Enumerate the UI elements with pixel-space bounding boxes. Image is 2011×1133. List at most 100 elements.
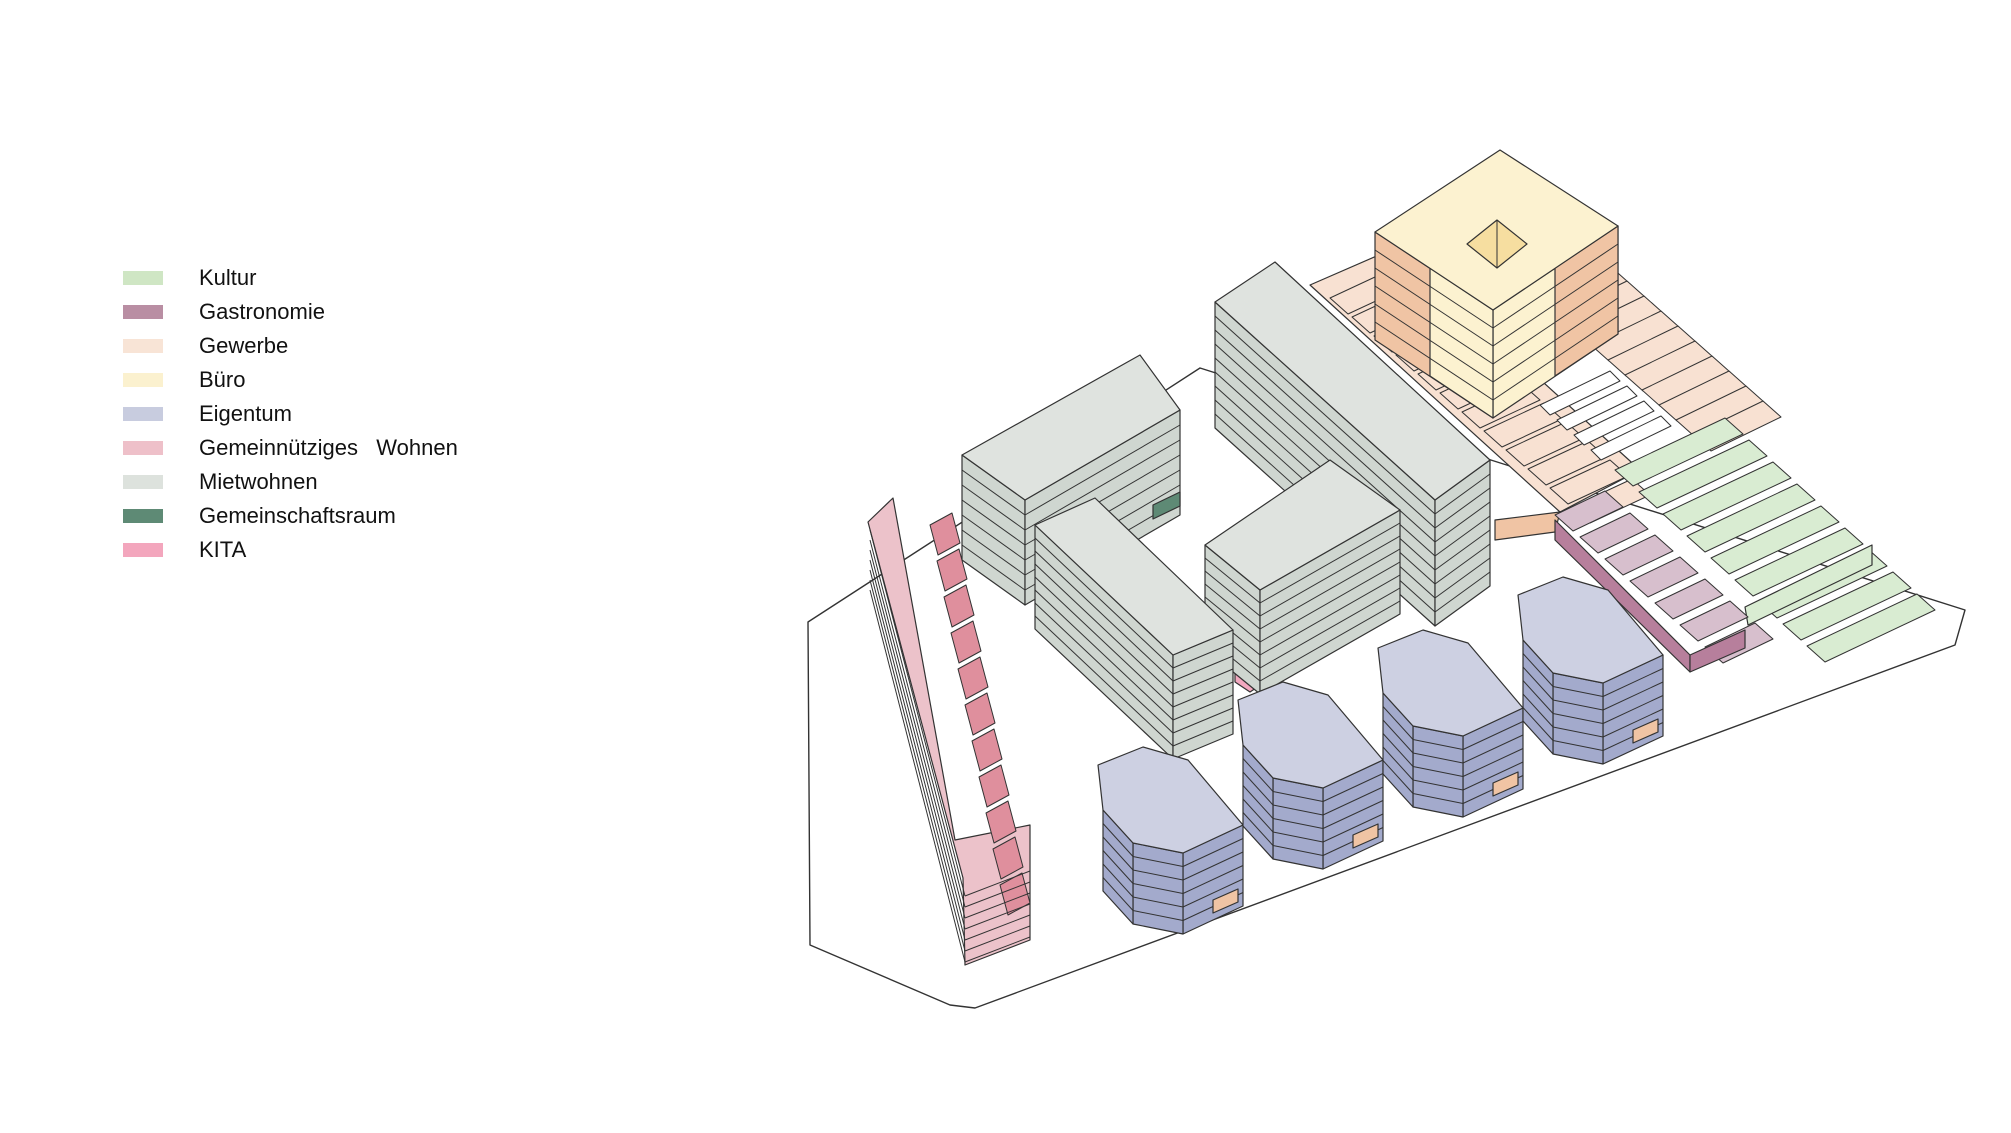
mietwohnen-center-left-floor-line (1034, 576, 1174, 708)
mietwohnen-back-left-floor-line (961, 514, 1026, 561)
mietwohnen-center-right-floor-line (1204, 583, 1261, 630)
mietwohnen-center-left-roof (1034, 497, 1234, 656)
buero-floor-line (1492, 315, 1619, 401)
mietwohnen-long-bar-roof (1214, 261, 1491, 501)
gastronomie-side-face (1689, 629, 1746, 673)
kultur-side-face (1744, 544, 1873, 626)
gastronomie-sawtooth-segment (1679, 600, 1749, 642)
eigentum-house-4-floor-line (1552, 686, 1604, 697)
eigentum-house-2-floor-line (1322, 786, 1384, 816)
eigentum-house-1-ground-shop (1212, 888, 1239, 914)
eigentum-house-4-floor-line (1602, 668, 1664, 697)
legend-swatch-eigentum (123, 407, 163, 421)
eigentum-house-1-floor-line (1102, 823, 1134, 857)
eigentum-house-1-floor-line (1102, 863, 1134, 898)
buero-floor-line (1374, 303, 1494, 383)
eigentum-house-4-floor-line (1602, 695, 1664, 724)
mietwohnen-back-left-floor-line (1024, 439, 1181, 531)
mietwohnen-long-bar-floor-line (1214, 315, 1436, 515)
mietwohnen-long-bar-floor-line (1214, 329, 1436, 529)
eigentum-house-2-floor-line (1242, 798, 1274, 833)
wohnen-floor-line (964, 925, 1031, 952)
wohnen-sawtooth-step (936, 548, 968, 592)
wohnen-floor-line (964, 936, 1031, 963)
mietwohnen-center-right-floor-line (1259, 535, 1401, 617)
eigentum-house-3-floor-line (1382, 760, 1414, 794)
eigentum-house-1-floor-line (1182, 851, 1244, 881)
gastronomie-sawtooth-segment (1629, 556, 1699, 598)
legend-label-gemeinschaftsraum: Gemeinschaftsraum (199, 503, 396, 528)
eigentum-house-1-roof (1097, 746, 1244, 854)
mietwohnen-center-left-floor-line (1034, 563, 1174, 695)
eigentum-house-2-floor-line (1272, 818, 1324, 829)
eigentum-house-1-floor-line (1132, 869, 1184, 881)
wohnen-sawtooth-step (964, 692, 996, 736)
courtyard-slat (1539, 370, 1621, 416)
eigentum-house-1-floor-line (1102, 850, 1134, 884)
wohnen-floor-line (869, 589, 966, 963)
mietwohnen-center-right-floor-line (1204, 557, 1261, 604)
mietwohnen-long-bar-floor-line (1434, 473, 1491, 515)
eigentum-house-2-floor-line (1322, 813, 1384, 843)
eigentum-house-2-floor-line (1272, 845, 1324, 856)
eigentum-house-3-floor-line (1382, 719, 1414, 754)
mietwohnen-center-left-floor-line (1172, 668, 1234, 695)
eigentum-house-2-floor-line (1272, 831, 1324, 843)
eigentum-house-2-floor-line (1242, 771, 1274, 806)
eigentum-house-1-floor-line (1132, 910, 1184, 921)
mietwohnen-long-bar-floor-line (1434, 501, 1491, 543)
mietwohnen-back-left-floor-line (961, 469, 1026, 516)
kultur-sawtooth-segment (1782, 571, 1912, 641)
mietwohnen-back-left-floor-line (961, 499, 1026, 546)
wohnen-sawtooth-step (971, 728, 1003, 772)
mietwohnen-center-left-floor-line (1034, 589, 1174, 721)
legend-swatch-mietwohnen (123, 475, 163, 489)
kultur-sawtooth-segment (1734, 527, 1864, 597)
eigentum-house-2-floor-line (1272, 791, 1324, 802)
buero-floor-line (1374, 285, 1494, 365)
eigentum-house-3-floor-line (1412, 766, 1464, 777)
mietwohnen-center-left-floor-line (1172, 681, 1234, 708)
eigentum-house-2-floor-line (1242, 758, 1274, 792)
mietwohnen-center-left (1034, 497, 1234, 760)
mietwohnen-back-left-floor-line (1024, 424, 1181, 516)
eigentum-house-3-roof (1377, 629, 1524, 737)
mietwohnen-center-left-floor-line (1172, 655, 1234, 682)
wohnen-floor-line (869, 559, 966, 930)
mietwohnen-long-bar-floor-line (1434, 557, 1491, 599)
mietwohnen-long-bar-floor-line (1434, 571, 1491, 613)
mietwohnen-long-bar-floor-line (1434, 487, 1491, 529)
eigentum-house-3 (1377, 629, 1524, 818)
mietwohnen-center-left-floor-line (1172, 642, 1234, 669)
eigentum-house-4-floor-line (1552, 740, 1604, 751)
kultur-sawtooth-segment (1806, 593, 1936, 663)
legend-label-buero: Büro (199, 367, 246, 392)
eigentum-house-2-floor-line (1322, 773, 1384, 802)
eigentum-house-1-floor-line (1132, 883, 1184, 894)
kultur-sawtooth-segment (1710, 505, 1840, 575)
legend-swatch-buero (123, 373, 163, 387)
courtyard-slat (1556, 385, 1638, 431)
mietwohnen-center-left-floor-line (1034, 602, 1174, 734)
eigentum-house-4-floor-line (1602, 708, 1664, 738)
mietwohnen-long-bar-floor-line (1434, 529, 1491, 571)
legend-swatch-kultur (123, 271, 163, 285)
wohnen-sawtooth-step (950, 620, 982, 664)
mietwohnen-center-left-floor-line (1172, 694, 1234, 721)
eigentum-house-4-floor-line (1522, 680, 1554, 714)
mietwohnen-center-right-floor-line (1259, 600, 1401, 682)
mietwohnen-back-left-roof (961, 354, 1181, 501)
eigentum-house-3-floor-line (1382, 746, 1414, 781)
eigentum-house-3-floor-line (1462, 734, 1524, 764)
wohnen-floor-line (964, 892, 1031, 919)
mietwohnen-center-right-floor-line (1259, 574, 1401, 656)
gemeinnuetziges-wohnen-bar (867, 497, 1031, 966)
legend-swatch-gastronomie (123, 305, 163, 319)
mietwohnen-center-right-floor-line (1259, 522, 1401, 604)
eigentum-house-2-floor-line (1242, 785, 1274, 819)
legend-swatch-gemeinnuetziges-wohnen (123, 441, 163, 455)
eigentum-house-3-ground-shop (1492, 771, 1519, 797)
eigentum-house-1-floor-line (1132, 896, 1184, 908)
legend-label-kultur: Kultur (199, 265, 257, 290)
